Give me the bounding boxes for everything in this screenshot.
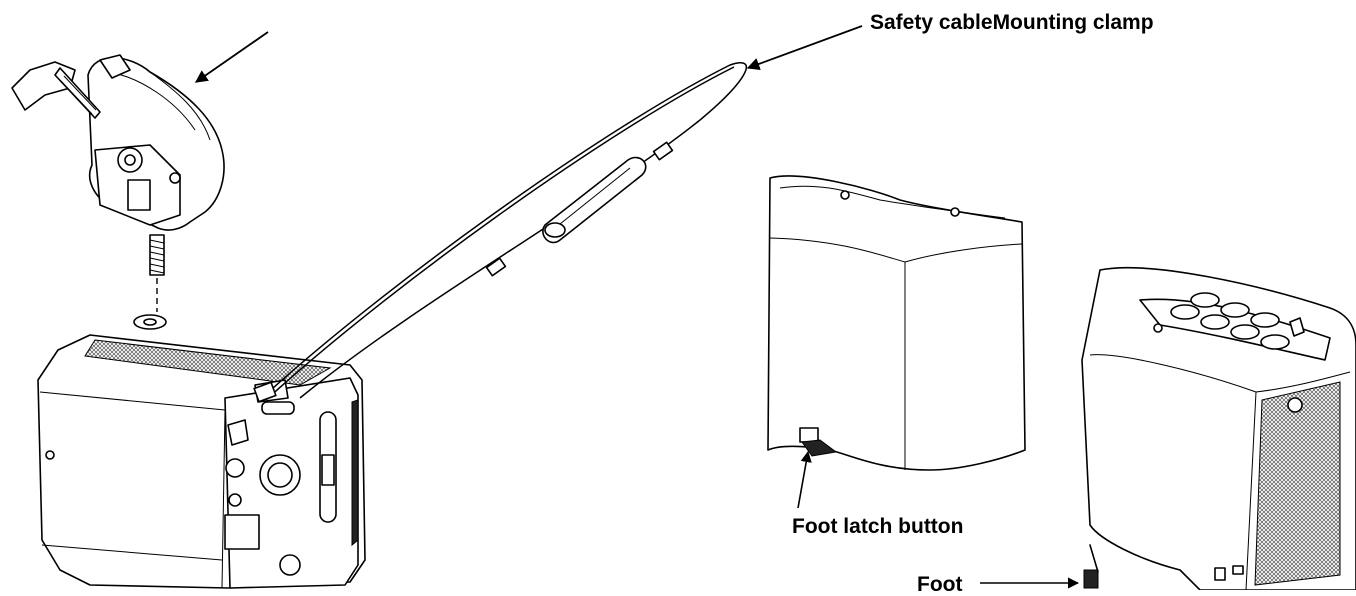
led-array: [1170, 292, 1290, 350]
foot-label: Foot: [917, 573, 963, 596]
safety-cable: [253, 62, 747, 403]
foot-latch-arrow: [797, 450, 812, 509]
fixture-middle: [767, 175, 1026, 471]
safety-cable-mounting-clamp-label: Safety cableMounting clamp: [870, 11, 1154, 34]
safety-cable-arrow: [746, 25, 863, 70]
foot-latch-button-label: Foot latch button: [792, 515, 964, 538]
mounting-clamp: [11, 54, 225, 330]
fixture-right: [1081, 267, 1356, 590]
clamp-arrow: [194, 31, 269, 83]
fixture-left: [37, 334, 366, 589]
